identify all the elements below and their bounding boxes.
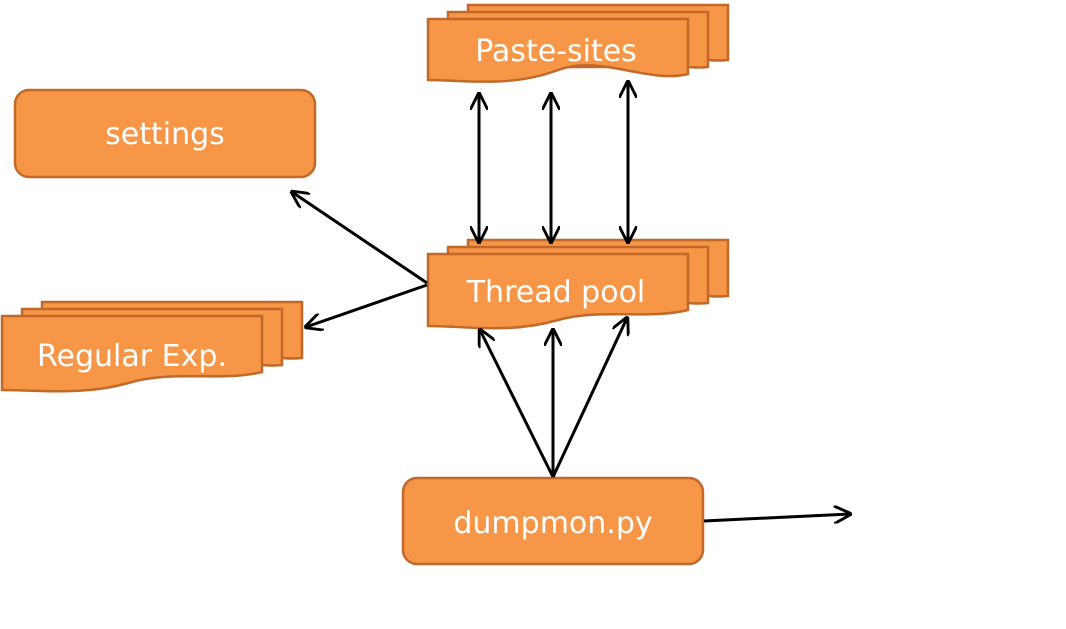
settings-label: settings bbox=[105, 117, 225, 152]
arrow-dumpmon-thread-3 bbox=[551, 318, 627, 478]
arrow-dumpmon-thread-1 bbox=[480, 330, 555, 478]
arrow-thread-regex bbox=[306, 283, 428, 327]
thread-pool-node: Thread pool bbox=[426, 238, 730, 330]
dumpmon-label: dumpmon.py bbox=[453, 506, 652, 541]
arrow-thread-settings bbox=[292, 192, 428, 285]
arrow-dumpmon-output bbox=[703, 514, 850, 521]
dumpmon-node: dumpmon.py bbox=[401, 476, 705, 566]
paste-sites-node: Paste-sites bbox=[426, 3, 730, 83]
settings-node: settings bbox=[13, 88, 317, 179]
regular-exp-node: Regular Exp. bbox=[0, 300, 304, 393]
thread-pool-label: Thread pool bbox=[466, 275, 646, 310]
paste-sites-label: Paste-sites bbox=[475, 34, 637, 69]
regular-exp-label: Regular Exp. bbox=[37, 339, 227, 374]
